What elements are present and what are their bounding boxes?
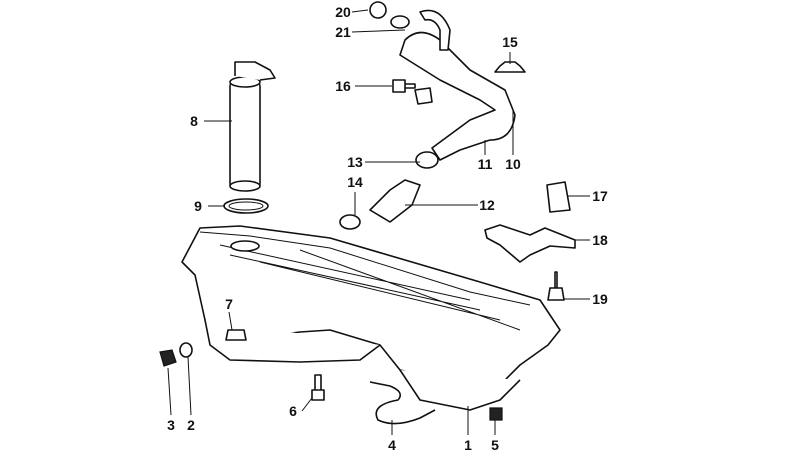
label-8: 8	[190, 113, 198, 129]
label-9: 9	[194, 198, 202, 214]
label-1: 1	[464, 437, 472, 453]
fuel-line	[369, 381, 436, 425]
label-16: 16	[335, 78, 351, 94]
label-4: 4	[388, 437, 396, 453]
label-15: 15	[502, 34, 518, 50]
label-14: 14	[347, 174, 363, 190]
label-3: 3	[167, 417, 175, 433]
label-21: 21	[335, 24, 351, 40]
rubber-buffer	[546, 181, 571, 213]
fuel-tank	[181, 225, 561, 411]
label-13: 13	[347, 154, 363, 170]
label-18: 18	[592, 232, 608, 248]
nut-5	[489, 407, 503, 421]
label-19: 19	[592, 291, 608, 307]
seal-ring	[223, 198, 269, 214]
leader-lines	[167, 9, 590, 435]
bolt-19	[547, 271, 565, 301]
bolt-6	[311, 374, 325, 401]
label-10: 10	[505, 156, 521, 172]
mount-7	[225, 329, 247, 341]
bolt-16	[392, 79, 416, 93]
label-2: 2	[187, 417, 195, 433]
washer	[179, 342, 193, 358]
label-11: 11	[478, 156, 493, 172]
label-5: 5	[491, 437, 499, 453]
label-6: 6	[289, 403, 297, 419]
cap-15	[494, 61, 526, 73]
bracket	[484, 224, 576, 263]
drain-plug	[159, 349, 177, 367]
filler-neck	[339, 1, 516, 230]
label-12: 12	[479, 197, 495, 213]
label-20: 20	[335, 4, 351, 20]
fuel-sender-unit	[229, 61, 276, 192]
label-7: 7	[225, 296, 233, 312]
label-17: 17	[592, 188, 608, 204]
